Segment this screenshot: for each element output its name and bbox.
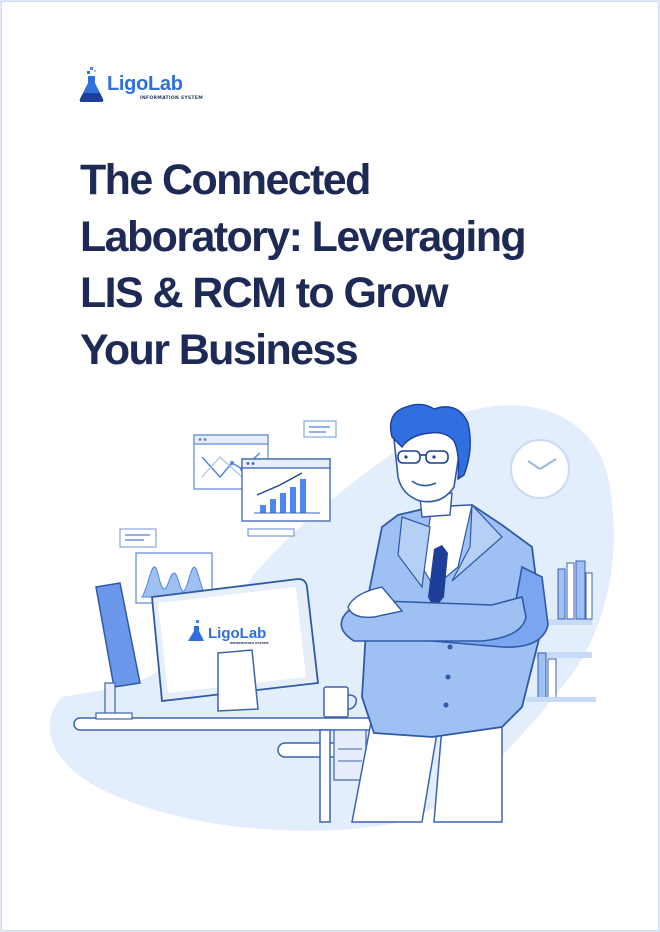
monitor-logo-icon	[188, 620, 204, 641]
logo-wordmark: LigoLab	[107, 73, 183, 95]
title-line-4: Your Business	[80, 325, 359, 374]
monitor-tagline-text: INFORMATION SYSTEM	[230, 641, 268, 645]
main-monitor: LigoLab INFORMATION SYSTEM	[151, 578, 319, 712]
ligolab-logo: LigoLab INFORMATION SYSTEM	[78, 66, 203, 106]
man-figure	[340, 403, 549, 823]
cover-title: The Connected Laboratory: Leveraging LIS…	[80, 152, 580, 378]
title-line-1: The Connected	[80, 156, 371, 204]
wall-clock-icon	[510, 439, 570, 499]
coffee-mug-icon	[323, 686, 358, 718]
bar-chart-window	[241, 458, 331, 537]
side-monitor	[95, 582, 141, 720]
note-card-left	[119, 528, 157, 548]
flask-icon	[79, 67, 104, 102]
office-illustration: LigoLab INFORMATION SYSTEM	[49, 403, 614, 831]
title-line-2: Laboratory: Leveraging	[80, 212, 527, 261]
monitor-brand-text: LigoLab	[208, 625, 266, 642]
logo-tagline: INFORMATION SYSTEM	[140, 96, 204, 101]
title-line-3: LIS & RCM to Grow	[80, 269, 449, 317]
bookshelf	[522, 560, 596, 702]
desk	[73, 717, 375, 823]
note-card-top	[303, 420, 337, 438]
